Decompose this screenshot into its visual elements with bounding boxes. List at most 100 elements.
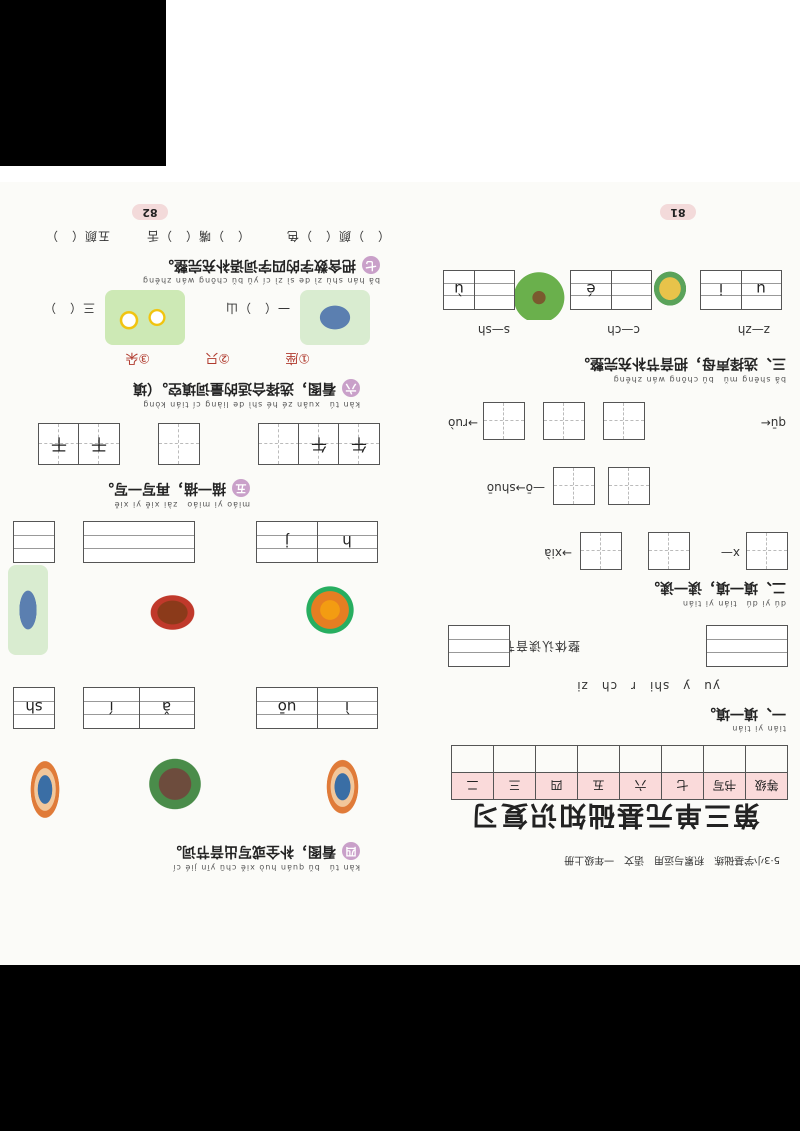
section-5-pinyin: miáo yi miáo zài xiě yi xiě bbox=[113, 500, 250, 509]
grade-cell: 二 bbox=[451, 772, 494, 800]
section-4-label: 看图，补全或写出音节词。 bbox=[168, 843, 336, 859]
grade-cell: 四 bbox=[535, 772, 578, 800]
syllable-hint: u bbox=[756, 279, 766, 298]
section-1-letters: yu y shi r ch zi bbox=[576, 679, 720, 693]
section-3-pinyin: bǎ shēng mǔ bǔ chōng wán zhěng bbox=[612, 375, 786, 384]
formula: —ō→shuō bbox=[486, 481, 545, 495]
section-6-label: 看图，选择合适的量词填空。（填 bbox=[133, 380, 336, 396]
grade-input[interactable] bbox=[535, 745, 578, 773]
ant-illustration bbox=[125, 575, 220, 650]
flowers-illustration bbox=[105, 290, 185, 345]
initial-pair: c—ch bbox=[607, 323, 640, 337]
section-3-label: 三、选择声母，把音节补充完整。 bbox=[576, 355, 786, 371]
section-2-label: 二、填一填，读一读。 bbox=[646, 579, 786, 595]
syllable-box[interactable] bbox=[473, 270, 515, 310]
char-box[interactable]: 午 bbox=[338, 423, 380, 465]
child-illustration bbox=[20, 740, 70, 830]
fill-box[interactable] bbox=[603, 402, 645, 440]
syllable-box[interactable]: ǎ bbox=[138, 687, 195, 729]
section-1-pinyin: tián yi tián bbox=[731, 724, 786, 733]
char-box[interactable]: 干 bbox=[38, 423, 80, 465]
grade-input[interactable] bbox=[619, 745, 662, 773]
tree-illustration bbox=[508, 264, 570, 320]
flower-illustration bbox=[290, 575, 370, 645]
answer-line[interactable] bbox=[448, 625, 510, 667]
section-6-badge: 六 bbox=[342, 379, 360, 397]
section-4-heading: kàn tú bǔ quán huò xiě chū yīn jié cí 四看… bbox=[168, 842, 360, 873]
trace-char: 午 bbox=[351, 435, 368, 454]
syllable-box[interactable]: é bbox=[570, 270, 612, 310]
grade-input[interactable] bbox=[493, 745, 536, 773]
answer-line[interactable] bbox=[706, 625, 788, 667]
section-5-heading: miáo yi miáo zài xiě yi xiě 五描一描，再写一写。 bbox=[100, 479, 250, 510]
formula: →xià bbox=[544, 546, 572, 560]
char-box[interactable] bbox=[158, 423, 200, 465]
syllable-box[interactable]: sh bbox=[13, 687, 55, 729]
grade-cell: 等级 bbox=[745, 772, 788, 800]
syllable-hint: h bbox=[342, 532, 352, 550]
trace-char: 干 bbox=[51, 435, 68, 454]
syllable-box[interactable]: h bbox=[316, 521, 378, 563]
car-illustration bbox=[645, 267, 695, 315]
fill-box[interactable] bbox=[608, 467, 650, 505]
syllable-box[interactable]: í bbox=[83, 687, 140, 729]
formula: x— bbox=[720, 546, 740, 560]
grade-cell: 五 bbox=[577, 772, 620, 800]
page-number: 82 bbox=[132, 204, 168, 220]
syllable-hint: j bbox=[284, 532, 290, 550]
option-2: ②只 bbox=[205, 350, 230, 365]
fill-box[interactable] bbox=[553, 467, 595, 505]
unit-title: 第三单元基础知识复习 bbox=[470, 799, 760, 830]
fill-box[interactable] bbox=[483, 402, 525, 440]
syllable-box[interactable] bbox=[610, 270, 652, 310]
char-box[interactable]: 干 bbox=[78, 423, 120, 465]
syllable-hint: é bbox=[586, 279, 596, 298]
grade-input[interactable] bbox=[661, 745, 704, 773]
scan-border-bottom bbox=[0, 965, 800, 1131]
initial-pair: z—zh bbox=[737, 323, 770, 337]
formula: →ruò bbox=[448, 416, 478, 430]
syllable-box[interactable]: i bbox=[700, 270, 742, 310]
char-box[interactable]: 午 bbox=[298, 423, 340, 465]
section-4-badge: 四 bbox=[342, 842, 360, 860]
page-number: 81 bbox=[660, 204, 696, 220]
section-7-label: 把含数字的四字词语补充完整。 bbox=[160, 257, 356, 273]
section-6-heading: kàn tú xuǎn zé hé shì de liàng cí tián k… bbox=[133, 379, 360, 410]
char-box[interactable] bbox=[258, 423, 300, 465]
idiom-2: （ ）嘴（ ）舌 bbox=[145, 229, 250, 243]
blank-mountain: 一（ ）山 bbox=[224, 301, 290, 315]
syllable-box[interactable]: uō bbox=[256, 687, 318, 729]
section-6-pinyin: kàn tú xuǎn zé hé shì de liàng cí tián k… bbox=[142, 400, 360, 409]
grade-cell: 六 bbox=[619, 772, 662, 800]
syllable-box[interactable]: ì bbox=[316, 687, 378, 729]
grade-input[interactable] bbox=[577, 745, 620, 773]
grade-input[interactable] bbox=[703, 745, 746, 773]
trace-char: 干 bbox=[91, 435, 108, 454]
syllable-box[interactable]: ù bbox=[443, 270, 475, 310]
section-2-heading: dú yi dú tián yi tián 二、填一填，读一读。 bbox=[646, 578, 786, 609]
idiom-3: 五颜（ ） bbox=[44, 229, 110, 243]
syllable-box[interactable]: j bbox=[256, 521, 318, 563]
section-1-heading: tián yi tián 一、填一填。 bbox=[702, 704, 786, 733]
section-7-heading: bǎ hán shù zì de sì zì cí yǔ bǔ chōng wá… bbox=[142, 256, 380, 285]
syllable-hint: uō bbox=[277, 698, 297, 716]
section-5-label: 描一描，再写一写。 bbox=[100, 480, 226, 496]
grade-cell: 三 bbox=[493, 772, 536, 800]
syllable-box[interactable]: u bbox=[740, 270, 782, 310]
option-3: ③朵 bbox=[125, 350, 150, 365]
grade-input[interactable] bbox=[745, 745, 788, 773]
syllable-box[interactable] bbox=[83, 521, 195, 563]
page-81: 5·3小学基础练 积累与运用 语文 一年级上册 第三单元基础知识复习 等级 书写… bbox=[440, 182, 800, 965]
grade-input[interactable] bbox=[451, 745, 494, 773]
idiom-1: （ ）颜（ ）色 bbox=[285, 229, 390, 243]
grade-table: 等级 书写 七 六 五 四 三 二 bbox=[451, 745, 788, 800]
fill-box[interactable] bbox=[580, 532, 622, 570]
fill-box[interactable] bbox=[543, 402, 585, 440]
fill-box[interactable] bbox=[648, 532, 690, 570]
book-spread: 5·3小学基础练 积累与运用 语文 一年级上册 第三单元基础知识复习 等级 书写… bbox=[0, 182, 800, 965]
object-illustration bbox=[8, 565, 48, 655]
syllable-box[interactable] bbox=[13, 521, 55, 563]
syllable-hint: ù bbox=[454, 279, 464, 298]
fill-box[interactable] bbox=[746, 532, 788, 570]
section-2-pinyin: dú yi dú tián yi tián bbox=[681, 599, 786, 608]
